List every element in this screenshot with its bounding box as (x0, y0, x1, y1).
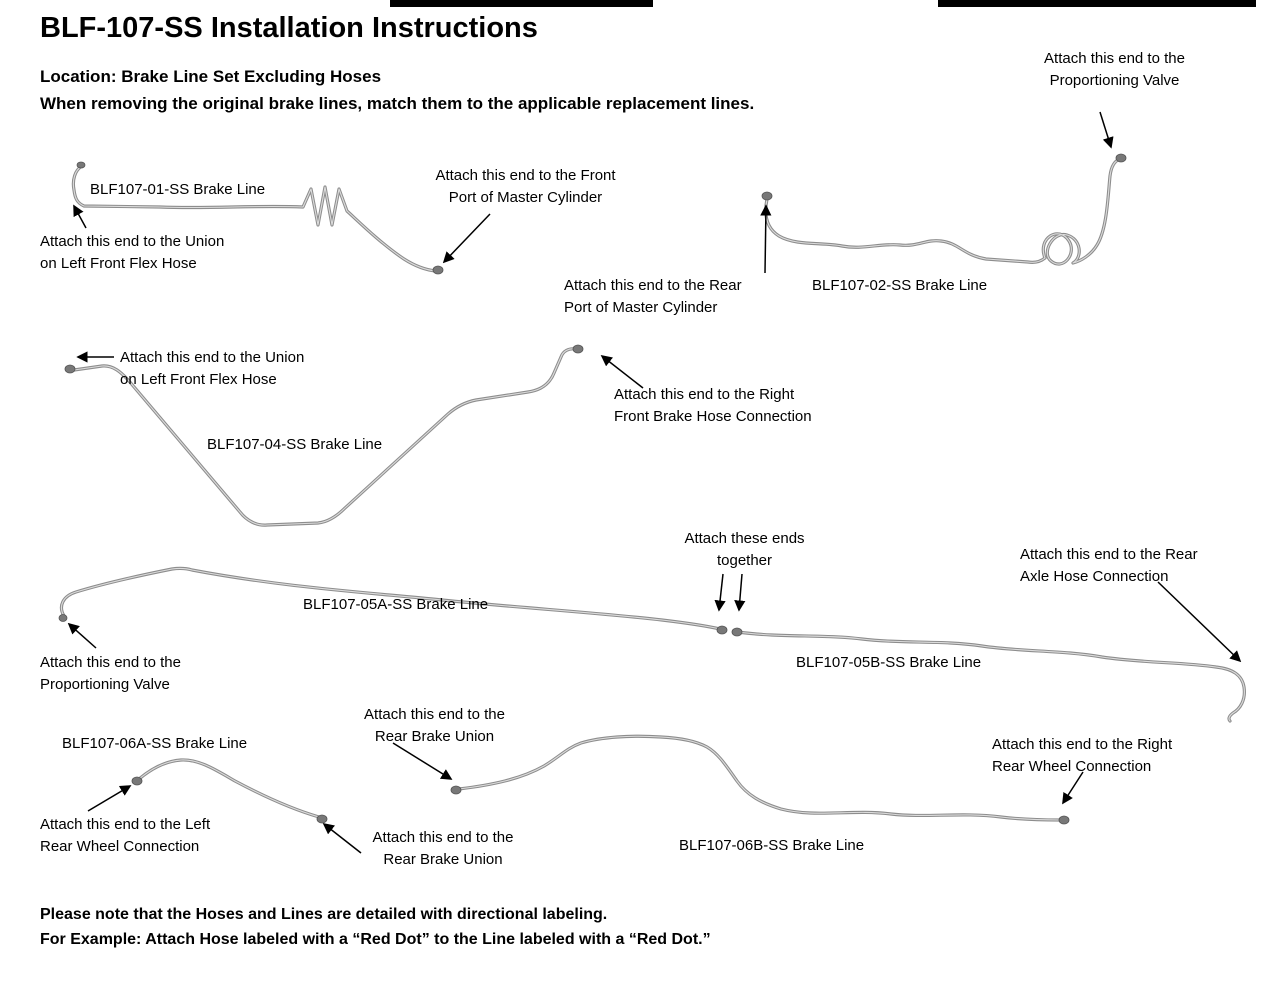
arrow-to-front-port-master-cylinder (442, 213, 491, 264)
label-blf107-05a: BLF107-05A-SS Brake Line (303, 596, 489, 613)
arrow-to-rear-axle-hose (1157, 581, 1242, 663)
callout-union-left-front-hose-2: Attach this end to the Union on Left Fro… (120, 349, 305, 388)
callout-left-rear-wheel: Attach this end to the Left Rear Wheel C… (40, 816, 211, 855)
callout-proportioning-valve-top: Attach this end to the Proportioning Val… (1044, 50, 1185, 89)
callout-right-front-brake-hose: Attach this end to the Right Front Brake… (614, 386, 812, 425)
brake-line-blf107-06a (137, 758, 321, 819)
brake-line-blf107-02 (764, 157, 1122, 266)
arrow-to-rear-brake-union-bottom (322, 822, 362, 854)
arrow-ends-together-right (734, 573, 746, 612)
label-blf107-04: BLF107-04-SS Brake Line (207, 436, 383, 453)
fitting-01-start (76, 161, 86, 169)
callout-right-rear-wheel: Attach this end to the Right Rear Wheel … (992, 736, 1173, 775)
fitting-02-end (1115, 153, 1127, 163)
fitting-05a-start (58, 614, 68, 622)
fitting-06b-start (450, 785, 462, 795)
arrow-to-right-rear-wheel (1062, 771, 1084, 805)
callout-union-left-front-hose-1: Attach this end to the Union on Left Fro… (40, 233, 225, 272)
arrow-to-right-front-brake-hose (600, 354, 644, 389)
fitting-05b-start (731, 627, 743, 637)
label-blf107-05b: BLF107-05B-SS Brake Line (796, 654, 982, 671)
line-end-fittings (58, 153, 1127, 825)
brake-line-blf107-05b (736, 630, 1246, 723)
arrow-to-proportioning-valve-top (1099, 111, 1114, 149)
callout-front-port-master-cylinder: Attach this end to the Front Port of Mas… (435, 167, 616, 206)
footer-note-2: For Example: Attach Hose labeled with a … (40, 931, 711, 948)
footer-note-1: Please note that the Hoses and Lines are… (40, 906, 608, 923)
label-blf107-01: BLF107-01-SS Brake Line (90, 181, 266, 198)
fitting-06b-end (1058, 815, 1070, 825)
callout-rear-port-master-cylinder: Attach this end to the Rear Port of Mast… (564, 277, 742, 316)
location-line: Location: Brake Line Set Excluding Hoses (40, 67, 382, 86)
fitting-04-start (64, 364, 76, 374)
label-blf107-06b: BLF107-06B-SS Brake Line (679, 837, 865, 854)
arrow-to-rear-brake-union-top (392, 742, 453, 780)
callout-rear-axle-hose: Attach this end to the Rear Axle Hose Co… (1020, 546, 1198, 585)
callout-rear-brake-union-top: Attach this end to the Rear Brake Union (364, 706, 505, 745)
page-title: BLF-107-SS Installation Instructions (40, 12, 538, 44)
top-crop-bar-right (938, 0, 1256, 7)
instruction-note: When removing the original brake lines, … (40, 94, 755, 113)
fitting-04-end (572, 344, 584, 354)
arrow-to-union-left-front-1 (73, 204, 87, 229)
fitting-06a-end (316, 814, 328, 824)
fitting-01-end (432, 265, 444, 275)
arrow-to-left-rear-wheel (87, 785, 132, 812)
label-blf107-02: BLF107-02-SS Brake Line (812, 277, 988, 294)
fitting-06a-start (131, 776, 143, 786)
callout-rear-brake-union-bottom: Attach this end to the Rear Brake Union (372, 829, 514, 868)
arrow-to-proportioning-valve-bottom (67, 622, 97, 649)
fitting-05a-end (716, 625, 728, 635)
fitting-02-start (761, 191, 773, 201)
callout-ends-together: Attach these ends together (684, 530, 805, 569)
arrow-to-rear-port-master-cylinder (760, 204, 772, 274)
arrow-ends-together-left (714, 573, 726, 612)
top-crop-bar-left (390, 0, 653, 7)
label-blf107-06a: BLF107-06A-SS Brake Line (62, 735, 248, 752)
callout-arrows (67, 111, 1242, 854)
callout-proportioning-valve-bottom: Attach this end to the Proportioning Val… (40, 654, 181, 693)
brake-line-blf107-06b (457, 734, 1062, 822)
